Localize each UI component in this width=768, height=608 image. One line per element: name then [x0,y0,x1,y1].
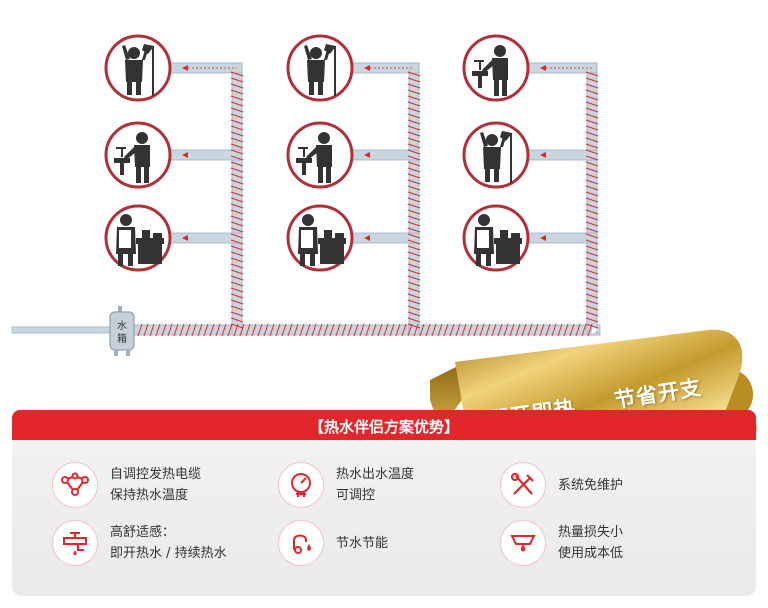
flow-arrow [540,65,546,71]
flow-arrow [182,152,188,158]
shower-fixture-icon [104,34,172,102]
main-coil [137,323,593,337]
riser-coil [585,71,599,329]
feature-1-line-2: 保持热水温度 [110,488,189,503]
flow-arrow [540,235,546,241]
inlet-pipe [11,326,113,334]
water-saving-icon [278,520,324,566]
branch-pipe [527,149,598,161]
network-icon [52,462,98,508]
shower-fixture-icon [286,34,354,102]
shower-fixture-icon [462,121,530,189]
feature-6-line-2: 使用成本低 [558,546,624,561]
feature-2-line-1: 热水出水温度 [336,467,415,482]
tools-icon [500,462,546,508]
feature-2-line-2: 可调控 [336,488,376,503]
faucet-icon [52,520,98,566]
heating-cable [137,71,599,337]
water-tank-icon [109,306,135,356]
flow-arrow [540,152,546,158]
riser-coil [230,71,244,329]
thermometer-gauge-icon [278,462,324,508]
feature-1-line-1: 自调控发热电缆 [110,467,202,482]
feature-6-line-1: 热量损失小 [558,525,624,540]
fixtures [104,34,530,272]
pipe-network [133,62,601,336]
feature-item: 热量损失小使用成本低 [500,520,623,566]
advantages-panel [12,416,756,596]
feature-5-line-1: 节水节能 [336,535,389,551]
sink-drop-icon [500,520,546,566]
feature-4-line-1: 高舒适感： [110,525,176,540]
flow-arrow [182,235,188,241]
feature-item: 系统免维护 [500,462,623,508]
flow-arrow [592,326,598,334]
feature-item: 自调控发热电缆保持热水温度 [52,462,201,508]
feature-item: 节水节能 [278,520,388,566]
flow-arrow [182,65,188,71]
feature-3-line-1: 系统免维护 [558,477,624,493]
branch-pipe [351,62,420,74]
feature-item: 热水出水温度可调控 [278,462,414,508]
riser-coil [407,71,421,329]
washbasin-fixture-icon [104,121,172,189]
feature-item: 高舒适感： 即开热水 / 持续热水 [52,520,227,566]
washbasin-fixture-icon [286,121,354,189]
tank-label-1: 水 [117,320,127,332]
flow-arrow [364,235,370,241]
kitchen-fixture-icon [286,204,354,272]
branch-pipe [351,149,420,161]
panel-title: 【热水伴侣方案优势】 [308,418,459,436]
branch-pipe [169,149,243,161]
kitchen-fixture-icon [104,204,172,272]
tank-label-2: 箱 [117,332,127,345]
flow-arrow [364,152,370,158]
washbasin-fixture-icon [462,34,530,102]
panel-header-bar [12,410,756,440]
flow-arrow [364,65,370,71]
kitchen-fixture-icon [462,204,530,272]
feature-4-line-2: 即开热水 / 持续热水 [110,546,227,561]
